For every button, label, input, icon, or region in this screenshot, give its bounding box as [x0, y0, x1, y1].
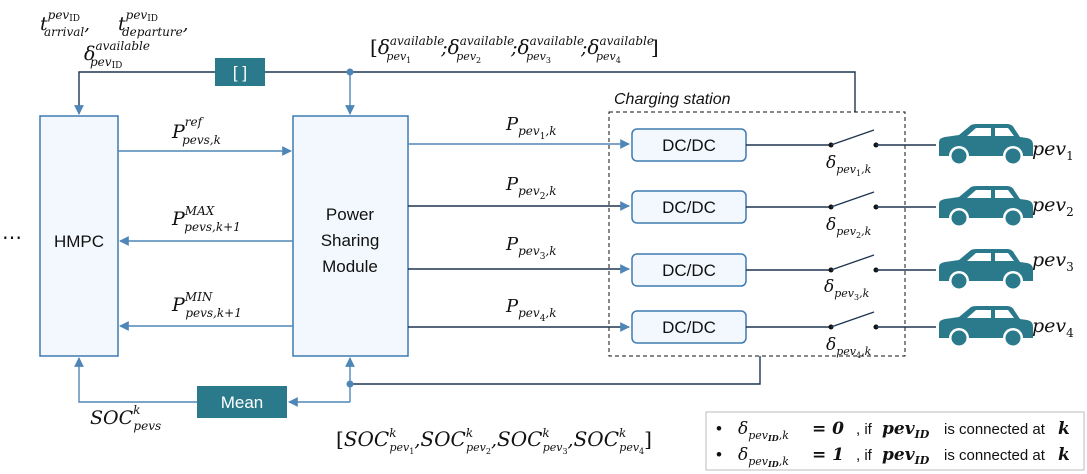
switch-2	[830, 191, 875, 208]
channel-1: DC/DC pev1	[408, 124, 1074, 166]
car-icon-1	[939, 124, 1033, 166]
delta-switch-1: δpev1,k	[826, 153, 872, 178]
car-icon-4	[939, 306, 1033, 348]
psm-label-line2: Sharing	[321, 231, 380, 250]
delta-switch-3: δpev3,k	[824, 277, 870, 302]
mean-label: Mean	[221, 393, 264, 412]
bottom-feedback-line	[350, 356, 761, 385]
legend-row-1: • δpevID,k = 1 , if pevID is connected a…	[716, 445, 1070, 469]
legend-k-1: k	[1058, 445, 1070, 465]
top-feedback-line	[74, 71, 856, 115]
switch-labels: δpev1,k δpev2,k δpev3,k δpev4,k	[824, 153, 872, 360]
dcdc-label-3: DC/DC	[662, 261, 716, 280]
charging-station-box	[608, 111, 906, 357]
switch-3	[830, 254, 875, 271]
p-pev-label-1: Ppev1,k	[505, 114, 557, 142]
mean-to-hmpc-arrow	[74, 357, 197, 403]
left-ellipsis: ⋯	[2, 227, 22, 249]
legend-connected-0: is connected at	[944, 421, 1046, 438]
legend-pevid-0: pevID	[882, 419, 930, 441]
legend-value-0: = 0	[812, 419, 844, 439]
switch-1	[830, 129, 875, 146]
channel-4: DC/DC pev4	[408, 306, 1074, 348]
legend-box	[705, 411, 1085, 471]
power-labels: Ppev1,k Ppev2,k Ppev3,k Ppev4,k	[505, 114, 557, 324]
delta-switch-2: δpev2,k	[826, 215, 872, 240]
legend-value-1: = 1	[812, 445, 844, 465]
legend-delta-0: δpevID,k	[738, 419, 789, 443]
dcdc-label-2: DC/DC	[662, 198, 716, 217]
hmpc-block	[39, 115, 119, 357]
pev-label-4: pev4	[1032, 315, 1074, 340]
legend-k-0: k	[1058, 419, 1070, 439]
dcdc-label-1: DC/DC	[662, 136, 716, 155]
legend-bullet-1: •	[716, 445, 722, 464]
pev-label-1: pev1	[1032, 138, 1074, 163]
bracket-label: [ ]	[233, 63, 247, 82]
car-icon-3	[939, 249, 1033, 291]
psm-label-line1: Power	[326, 205, 375, 224]
channel-2: DC/DC pev2	[408, 186, 1074, 228]
bracket-block	[215, 58, 265, 86]
legend-connected-1: is connected at	[944, 447, 1046, 464]
car-icon-2	[939, 186, 1033, 228]
switch-4	[830, 311, 875, 328]
legend-delta-1: δpevID,k	[738, 445, 789, 469]
psm-label-line3: Module	[322, 257, 378, 276]
channel-3: DC/DC pev3	[408, 249, 1074, 291]
delta-switch-4: δpev4,k	[826, 335, 872, 360]
hmpc-label: HMPC	[54, 232, 104, 251]
legend-pevid-1: pevID	[882, 445, 930, 467]
legend-if-0: , if	[856, 421, 873, 438]
pev-label-2: pev2	[1032, 194, 1074, 219]
legend-if-1: , if	[856, 447, 873, 464]
p-pev-label-4: Ppev4,k	[505, 296, 557, 324]
legend-bullet-0: •	[716, 419, 722, 438]
p-pev-label-3: Ppev3,k	[505, 234, 557, 262]
legend-row-0: • δpevID,k = 0 , if pevID is connected a…	[716, 419, 1070, 443]
dcdc-label-4: DC/DC	[662, 318, 716, 337]
pev-label-3: pev3	[1032, 249, 1074, 274]
charging-station-label: Charging station	[614, 91, 731, 108]
mean-block	[197, 386, 287, 418]
p-pev-label-2: Ppev2,k	[505, 174, 557, 202]
power-sharing-module-block	[292, 115, 409, 357]
